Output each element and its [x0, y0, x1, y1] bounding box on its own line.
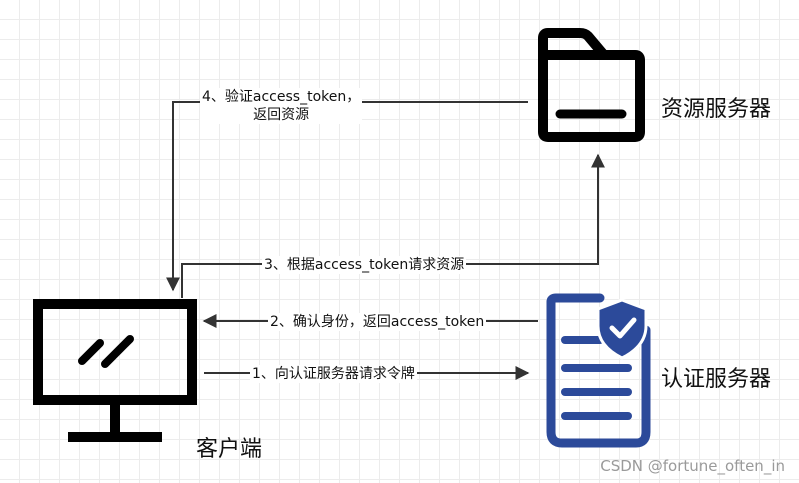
step3-label: 3、根据access_token请求资源: [262, 256, 467, 274]
resource-server-label: 资源服务器: [661, 97, 772, 122]
watermark: CSDN @fortune_often_in: [600, 457, 785, 475]
step4-label-line2: 返回资源: [253, 107, 310, 123]
step4-label-line1: 4、验证access_token，: [202, 89, 361, 105]
badge-check: [609, 317, 637, 339]
shield-document-icon: [546, 293, 651, 448]
arrow-step3: [181, 153, 605, 298]
monitor-icon: [33, 299, 197, 442]
step1-label: 1、向认证服务器请求令牌: [250, 365, 417, 383]
auth-server-label: 认证服务器: [661, 367, 772, 392]
step2-label: 2、确认身份，返回access_token: [268, 313, 487, 331]
step4-label: 4、验证access_token， 返回资源: [200, 88, 363, 124]
badge-shield: [596, 298, 648, 360]
client-label: 客户端: [196, 437, 263, 462]
arrow-step4: [166, 101, 528, 292]
folder-icon: [538, 28, 645, 142]
